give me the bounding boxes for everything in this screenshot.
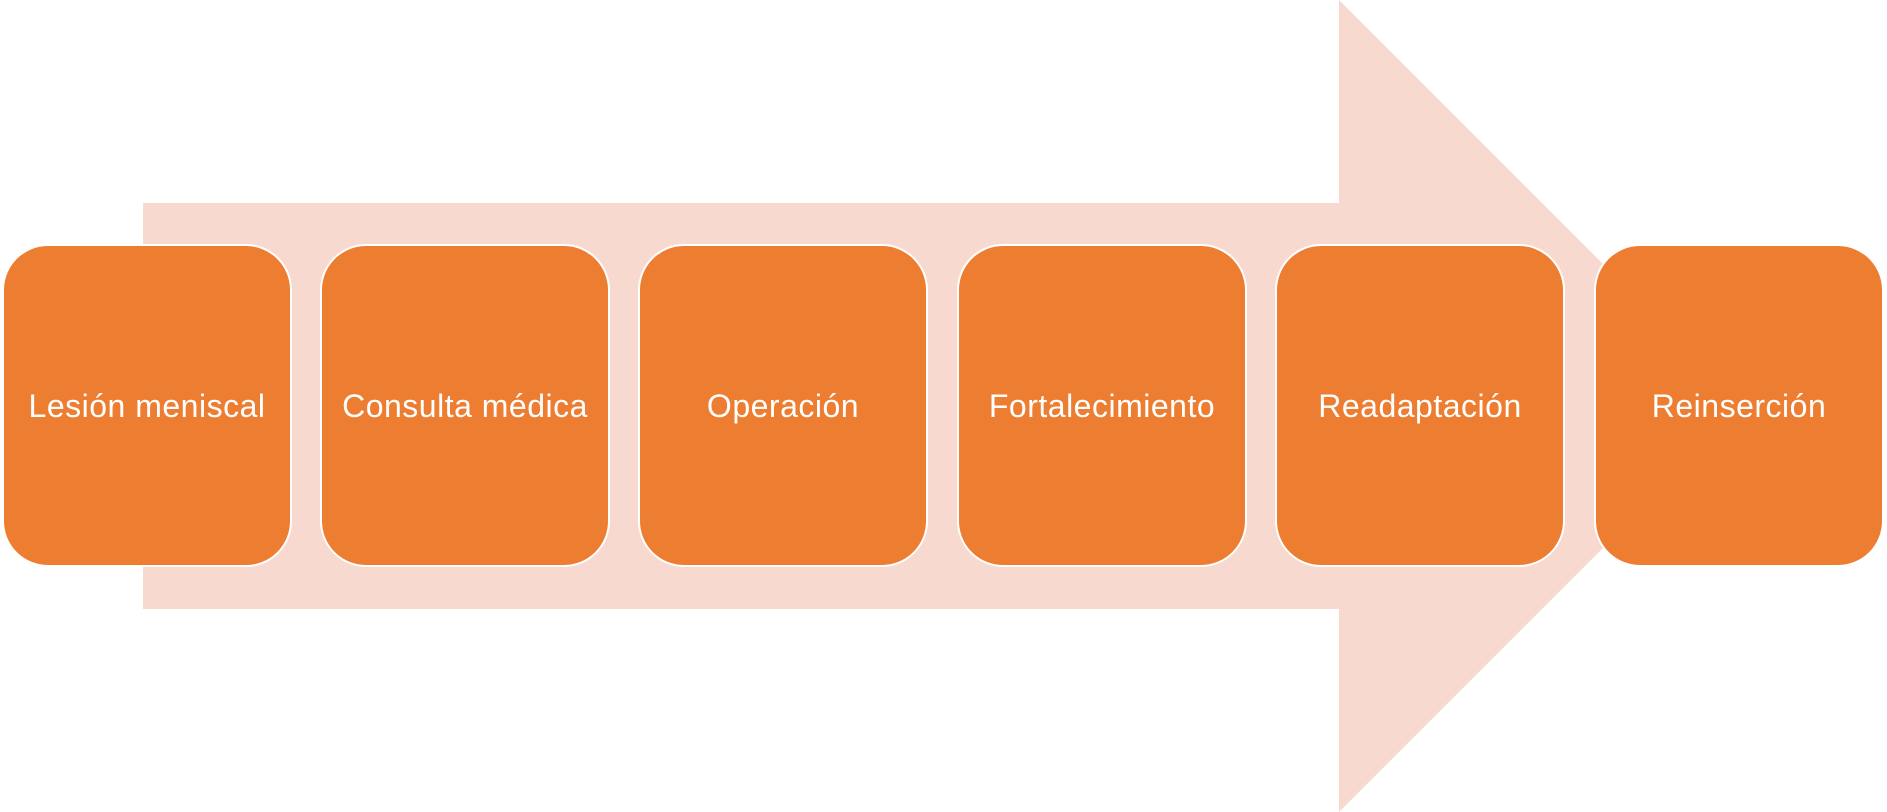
step-label: Lesión meniscal bbox=[28, 387, 266, 424]
step-box-fortalecimiento: Fortalecimiento bbox=[957, 244, 1247, 567]
step-box-lesion-meniscal: Lesión meniscal bbox=[2, 244, 292, 567]
step-box-reinsercion: Reinserción bbox=[1594, 244, 1884, 567]
arrow-shape bbox=[143, 0, 1745, 812]
step-label: Reinserción bbox=[1651, 387, 1827, 424]
step-label: Consulta médica bbox=[342, 387, 588, 424]
step-box-consulta-medica: Consulta médica bbox=[320, 244, 610, 567]
step-label: Fortalecimiento bbox=[988, 387, 1216, 424]
step-box-operacion: Operación bbox=[638, 244, 928, 567]
step-box-readaptacion: Readaptación bbox=[1275, 244, 1565, 567]
step-label: Readaptación bbox=[1318, 387, 1522, 424]
step-label: Operación bbox=[706, 387, 860, 424]
